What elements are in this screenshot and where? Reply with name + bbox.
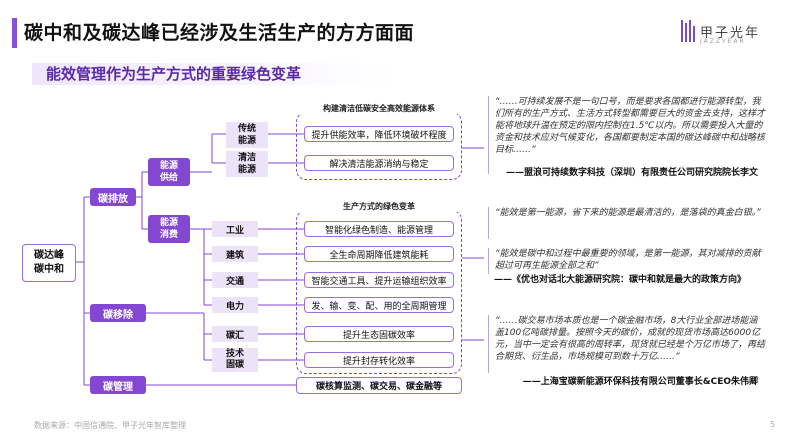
quote-text-4: “……碳交易市场本质也是一个碳金融市场，8大行业全部进场能涵盖100亿吨碳排量。… (495, 316, 766, 362)
quote-block-4: “……碳交易市场本质也是一个碳金融市场，8大行业全部进场能涵盖100亿吨碳排量。… (488, 315, 765, 373)
node-energy-consumption: 能源 消费 (148, 215, 190, 243)
node-building: 建筑 (212, 246, 258, 262)
item-building: 全生命周期降低建筑能耗 (304, 246, 454, 262)
node-transport: 交通 (212, 272, 258, 288)
branch-carbon-removal: 碳移除 (90, 304, 146, 322)
node-energy-supply: 能源 供给 (148, 158, 190, 186)
item-tech-sequestration: 提升封存转化效率 (304, 352, 454, 368)
page-subtitle: 能效管理作为生产方式的重要绿色变革 (46, 65, 302, 83)
node-power: 电力 (212, 297, 258, 313)
logo-subtext: JAZZYEAR (700, 38, 746, 45)
item-transport: 智能交通工具、提升运输组织效率 (304, 272, 454, 288)
quote-block-2: “能效是第一能源，省下来的能源是最清洁的，是落袋的真金白银。” (488, 207, 765, 239)
quote-text-2: “能效是第一能源，省下来的能源是最清洁的，是落袋的真金白银。” (495, 208, 761, 218)
title-accent-bar (12, 18, 17, 48)
node-traditional-energy: 传统 能源 (226, 122, 268, 148)
quote-block-1: “……可持续发展不是一句口号，而是要求各国都进行能源转型，我们所有的生产方式、生… (488, 96, 765, 174)
item-industry: 智能化绿色制造、能源管理 (304, 221, 454, 237)
node-carbon-sink: 碳汇 (212, 326, 258, 342)
subtitle-background (32, 63, 392, 85)
node-clean-energy: 清洁 能源 (226, 151, 268, 177)
node-industry: 工业 (212, 221, 258, 237)
quote-source-1: ——盟浪可持续数字科技（深圳）有限责任公司研究院院长李文 (505, 168, 758, 178)
quote-block-3: “能效是碳中和过程中最重要的领域，是第一能源，其对减排的贡献超过可再生能源全部之… (488, 248, 765, 274)
root-node-carbon-peak-neutral: 碳达峰 碳中和 (22, 244, 76, 282)
branch-carbon-emission: 碳排放 (90, 188, 136, 206)
item-clean-energy: 解决清洁能源消纳与稳定 (304, 155, 454, 171)
quote-source-4: ——上海宝碳新能源环保科技有限公司董事长&CEO朱伟卿 (522, 377, 758, 387)
item-carbon-management: 碳核算监测、碳交易、碳金融等 (296, 377, 462, 394)
quote-text-3: “能效是碳中和过程中最重要的领域，是第一能源，其对减排的贡献超过可再生能源全部之… (495, 249, 761, 271)
footer-source: 数据来源：中国信通院、甲子光年智库整理 (34, 421, 186, 430)
node-tech-sequestration: 技术 固碳 (212, 348, 258, 372)
quote-text-1: “……可持续发展不是一句口号，而是要求各国都进行能源转型，我们所有的生产方式、生… (495, 97, 766, 155)
item-power: 发、输、变、配、用的全周期管理 (304, 297, 454, 313)
page-title: 碳中和及碳达峰已经涉及生活生产的方方面面 (24, 22, 415, 44)
item-traditional-energy: 提升供能效率，降低环境破坏程度 (304, 126, 454, 142)
branch-carbon-management: 碳管理 (90, 376, 146, 394)
group-green-production-title: 生产方式的绿色变革 (296, 201, 462, 212)
quote-source-3: ——《优也对话北大能源研究院：碳中和就是最大的政策方向》 (494, 275, 747, 285)
logo-icon (681, 20, 695, 42)
group-energy-system-title: 构建清洁低碳安全高效能源体系 (296, 103, 462, 114)
page-number: 5 (770, 420, 776, 429)
item-carbon-sink: 提升生态固碳效率 (304, 326, 454, 342)
logo-name: 甲子光年 (700, 26, 761, 41)
